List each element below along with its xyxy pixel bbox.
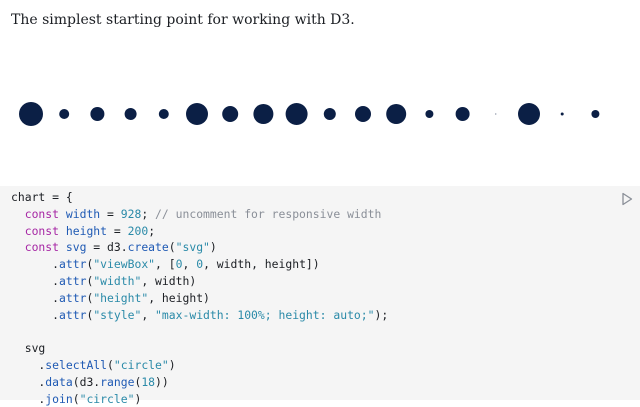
code-token: ( [86,290,94,305]
circle-0 [19,102,43,126]
code-line: .data(d3.range(18)) [11,374,169,389]
code-token: ; [148,223,156,238]
code-token: , width) [141,273,197,288]
code-token: chart [11,190,46,204]
code-token: = { [45,190,73,204]
circle-14 [495,113,497,115]
code-token: data [45,374,73,389]
run-icon[interactable] [621,192,633,206]
circle-3 [124,108,137,120]
code-cell[interactable] [0,186,640,400]
circle-11 [386,104,407,124]
code-token: , width, height]) [203,257,320,272]
code-token: ( [86,273,94,288]
code-token: ( [86,257,94,272]
code-token: . [11,374,46,389]
circle-17 [591,110,600,118]
code-token: ( [86,307,94,322]
code-token: , [ [155,257,176,272]
code-line: .attr("width", width) [11,274,196,288]
code-token: "circle" [113,357,169,372]
code-token: , height) [148,290,210,305]
code-token: 0 [196,257,204,272]
code-token: "width" [93,273,142,288]
code-token: ) [134,391,142,406]
circles-chart [19,102,600,126]
code-token: 928 [120,206,142,221]
code-token: ; [141,206,156,221]
code-token: "viewBox" [93,257,156,272]
circle-2 [90,107,105,121]
code-token: ); [374,307,389,322]
circle-1 [59,109,70,119]
code-token: attr [59,290,87,305]
code-line: const width = 928; // uncomment for resp… [11,206,382,221]
circle-8 [285,103,308,125]
code-token: "max-width: 100%; height: auto;" [155,307,375,322]
code-token: range [100,374,135,389]
code-token: ( [134,374,142,389]
circle-12 [425,110,434,118]
code-line: const svg = d3.create("svg") [11,240,217,254]
code-token: const [11,206,66,221]
code-token: "height" [93,290,149,305]
code-token: ) [168,357,176,372]
code-line: .attr("height", height) [11,291,210,305]
code-token: . [11,273,60,288]
code-token: selectAll [45,357,108,372]
code-token: const [11,240,66,255]
code-token: . [11,391,46,406]
code-token: "svg" [175,240,210,255]
code-token: = [100,206,121,221]
circle-9 [323,108,336,120]
code-token: join [45,391,73,406]
circle-13 [455,107,470,121]
intro-text: The simplest starting point for working … [11,12,355,28]
code-token: . [11,290,60,305]
code-token: "style" [93,307,142,322]
code-token: ( [168,240,176,255]
code-token: const [11,223,66,238]
code-token: height [65,223,108,238]
code-token: attr [59,257,87,272]
code-token: )) [155,374,169,389]
code-token: = d3. [86,240,128,255]
code-token: attr [59,273,87,288]
code-token: 18 [141,374,156,389]
circle-7 [253,104,274,124]
circle-6 [222,106,239,122]
circle-5 [186,103,208,125]
code-token: ( [107,357,114,372]
code-line: .attr("viewBox", [0, 0, width, height]) [11,257,320,271]
code-token: // uncomment for responsive width [155,206,382,221]
code-token: "circle" [79,391,135,406]
code-token: 200 [127,223,149,238]
circle-4 [158,109,169,119]
code-token: create [127,240,169,255]
code-token: svg [11,341,46,356]
code-line: chart = { [11,190,73,204]
code-editor[interactable]: chart = { const width = 928; // uncommen… [11,189,388,407]
code-token: ( [72,391,80,406]
code-line: .selectAll("circle") [11,357,176,372]
code-token: . [11,257,60,272]
code-token: . [11,357,46,372]
code-token: ) [209,240,217,255]
code-line: const height = 200; [11,224,155,238]
code-token: svg [65,240,87,255]
code-line: .attr("style", "max-width: 100%; height:… [11,308,388,322]
code-token: = [107,223,128,238]
circle-10 [355,106,371,122]
code-token: width [65,206,101,221]
code-token: (d3. [72,374,101,389]
code-line: .join("circle") [11,392,141,406]
code-line: svg [11,341,46,356]
code-token: attr [59,307,87,322]
code-token: , [182,257,197,272]
circle-15 [518,103,540,125]
code-token: , [141,307,156,322]
code-token: . [11,307,60,322]
circle-16 [560,112,564,116]
code-token: 0 [175,257,183,272]
